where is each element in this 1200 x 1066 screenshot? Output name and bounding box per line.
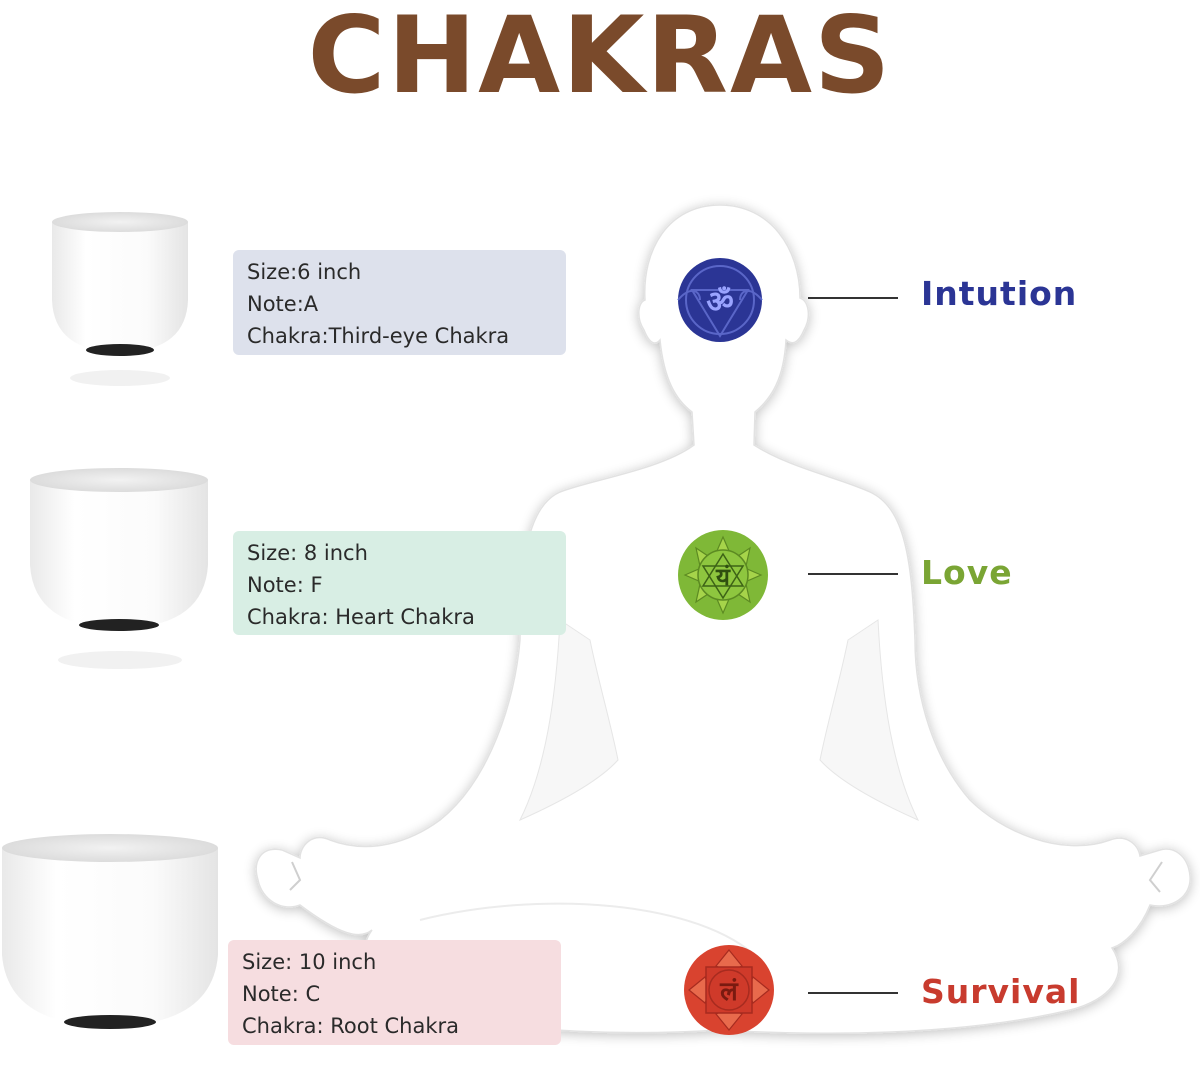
heart-info-box: Size: 8 inch Note: F Chakra: Heart Chakr… bbox=[233, 531, 566, 635]
crystal-bowl-6-inch bbox=[52, 212, 188, 386]
bowl-chakra-text: Chakra: Heart Chakra bbox=[247, 605, 475, 629]
third-eye-chakra-icon bbox=[677, 258, 763, 342]
intuition-label: Intution bbox=[921, 274, 1078, 313]
love-label: Love bbox=[921, 553, 1013, 592]
bowl-note-text: Note: F bbox=[247, 573, 323, 597]
third-eye-symbol: ॐ bbox=[706, 285, 733, 320]
bowl-size-text: Size: 8 inch bbox=[247, 541, 368, 565]
love-leader-line bbox=[808, 573, 898, 575]
bowl-chakra-text: Chakra:Third-eye Chakra bbox=[247, 324, 510, 348]
survival-label: Survival bbox=[921, 972, 1081, 1011]
intuition-leader-line bbox=[808, 297, 898, 299]
root-symbol: लं bbox=[719, 977, 739, 1007]
survival-leader-line bbox=[808, 992, 898, 994]
heart-symbol: यं bbox=[715, 563, 731, 591]
page-title: CHAKRAS bbox=[307, 0, 893, 117]
bowl-size-text: Size: 10 inch bbox=[242, 950, 377, 974]
bowl-note-text: Note: C bbox=[242, 982, 321, 1006]
third-eye-info-box: Size:6 inch Note:A Chakra:Third-eye Chak… bbox=[233, 250, 566, 355]
bowl-chakra-text: Chakra: Root Chakra bbox=[242, 1014, 460, 1038]
crystal-bowl-8-inch bbox=[30, 468, 208, 669]
root-chakra-icon bbox=[684, 945, 774, 1035]
bowl-note-text: Note:A bbox=[247, 292, 319, 316]
bowl-size-text: Size:6 inch bbox=[247, 260, 362, 284]
crystal-bowl-10-inch bbox=[2, 834, 218, 1029]
heart-chakra-icon bbox=[678, 530, 768, 620]
root-info-box: Size: 10 inch Note: C Chakra: Root Chakr… bbox=[228, 940, 561, 1045]
